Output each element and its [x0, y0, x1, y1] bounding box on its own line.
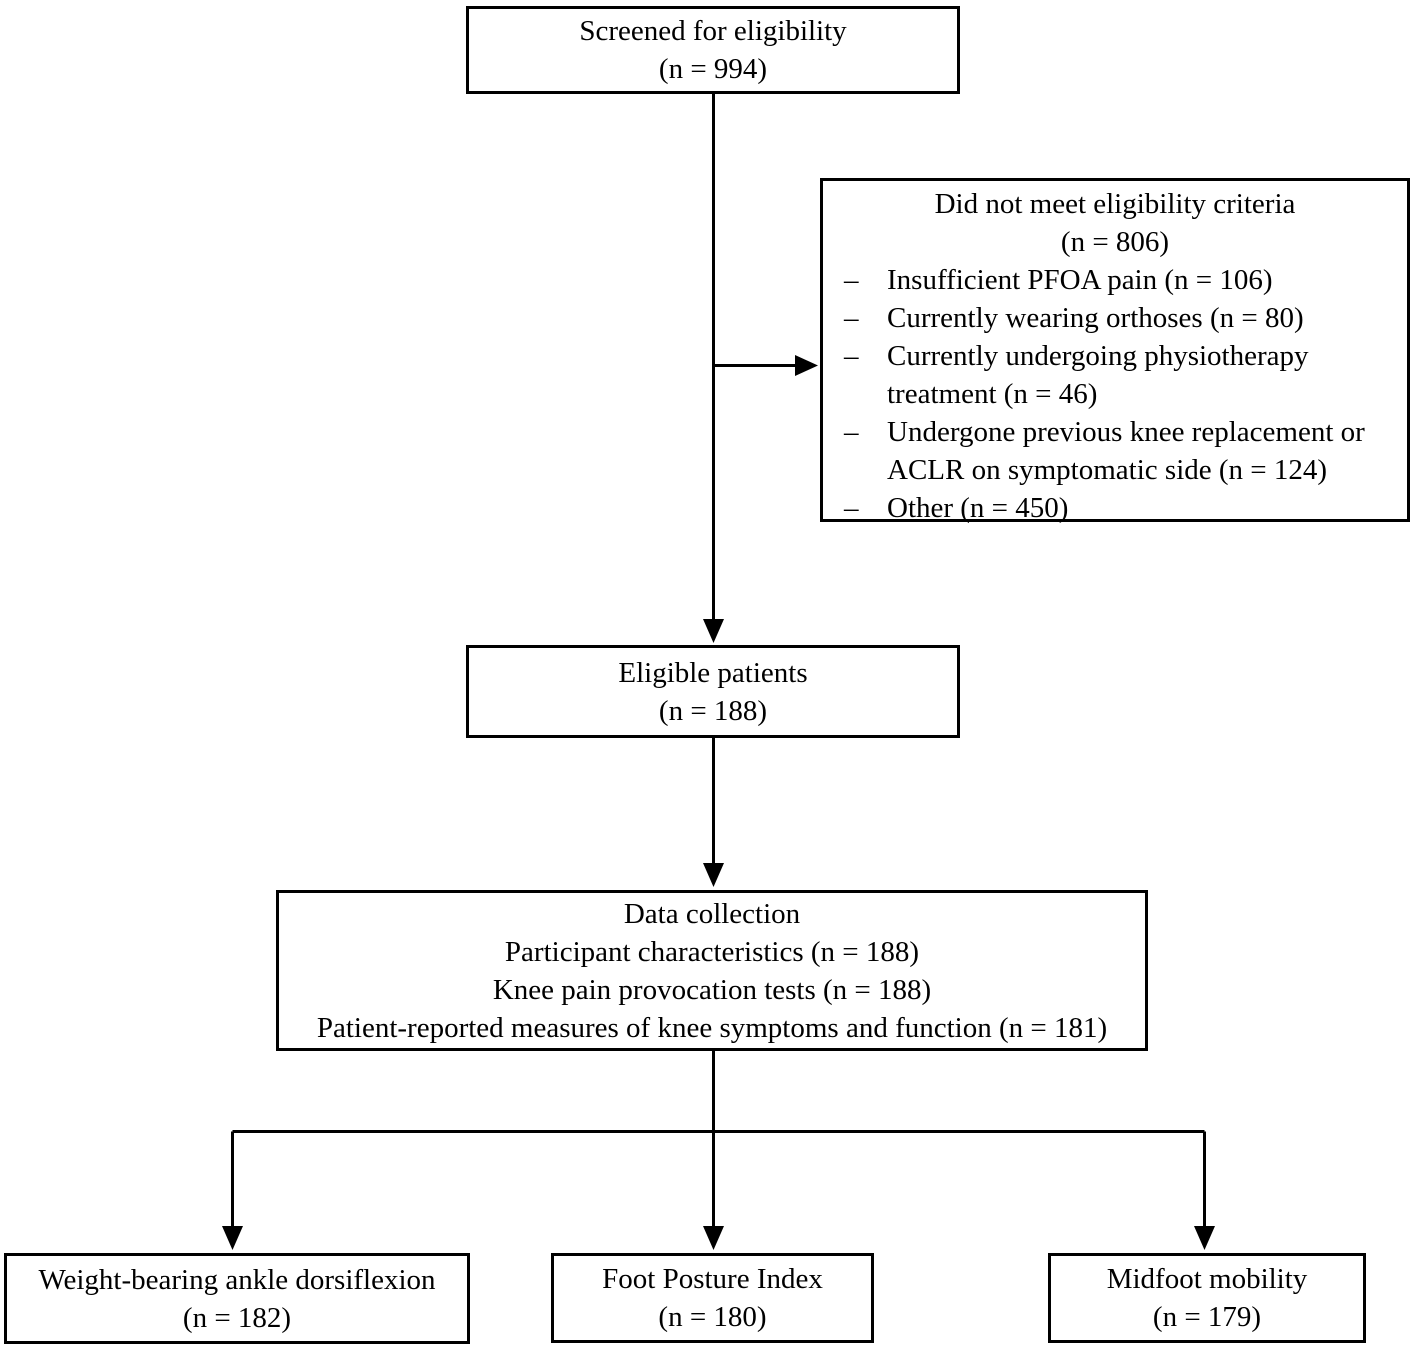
arrowhead-into-excluded: [795, 355, 818, 376]
excluded-reason-text: Insufficient PFOA pain (n = 106): [887, 264, 1273, 296]
box-eligible-patients: Eligible patients (n = 188): [466, 645, 960, 738]
box-screened-for-eligibility: Screened for eligibility (n = 994): [466, 6, 960, 94]
screened-count: (n = 994): [658, 53, 768, 85]
dash-bullet: –: [844, 340, 859, 372]
excluded-reason-item: – Currently undergoing physiotherapy tre…: [823, 337, 1407, 413]
outcome-left-count: (n = 182): [182, 1301, 292, 1334]
arrowhead-into-middle-outcome: [703, 1226, 724, 1250]
box-foot-posture-index: Foot Posture Index (n = 180): [551, 1253, 874, 1343]
excluded-reason-item: – Other (n = 450): [823, 489, 1407, 527]
outcome-middle-count: (n = 180): [658, 1301, 767, 1333]
data-collection-line: Participant characteristics (n = 188): [504, 935, 920, 968]
eligible-count: (n = 188): [658, 694, 768, 727]
excluded-reason-item: – Insufficient PFOA pain (n = 106): [823, 261, 1407, 299]
excluded-reason-item: – Currently wearing orthoses (n = 80): [823, 299, 1407, 337]
outcome-right-title: Midfoot mobility: [1106, 1263, 1308, 1295]
excluded-reason-text: Currently wearing orthoses (n = 80): [887, 302, 1304, 334]
data-collection-title: Data collection: [623, 897, 801, 930]
arrowhead-into-eligible: [703, 619, 724, 643]
dash-bullet: –: [844, 302, 859, 334]
excluded-reason-text: Other (n = 450): [887, 492, 1069, 524]
data-collection-line: Knee pain provocation tests (n = 188): [492, 973, 932, 1006]
box-midfoot-mobility: Midfoot mobility (n = 179): [1048, 1253, 1366, 1343]
outcome-left-title: Weight-bearing ankle dorsiflexion: [38, 1263, 436, 1296]
screened-title: Screened for eligibility: [579, 15, 847, 47]
box-weight-bearing-ankle-dorsiflexion: Weight-bearing ankle dorsiflexion (n = 1…: [4, 1253, 470, 1344]
box-did-not-meet-criteria: Did not meet eligibility criteria (n = 8…: [820, 178, 1410, 524]
dash-bullet: –: [844, 416, 859, 448]
arrowhead-into-right-outcome: [1194, 1226, 1215, 1250]
dash-bullet: –: [844, 492, 859, 524]
excluded-reason-text: Currently undergoing physiotherapy treat…: [887, 340, 1309, 410]
outcome-right-count: (n = 179): [1152, 1301, 1262, 1333]
excluded-reason-item: – Undergone previous knee replacement or…: [823, 413, 1407, 489]
arrowhead-into-data-collection: [703, 863, 724, 887]
box-data-collection: Data collection Participant characterist…: [276, 890, 1148, 1051]
connector-lines: [231, 94, 1206, 1230]
excluded-count: (n = 806): [1060, 226, 1170, 258]
excluded-reason-text: Undergone previous knee replacement or A…: [887, 416, 1365, 486]
data-collection-line: Patient-reported measures of knee sympto…: [316, 1011, 1108, 1044]
eligible-title: Eligible patients: [618, 656, 808, 689]
excluded-title: Did not meet eligibility criteria: [934, 188, 1296, 220]
outcome-middle-title: Foot Posture Index: [602, 1263, 823, 1295]
arrowhead-into-left-outcome: [222, 1226, 243, 1250]
dash-bullet: –: [844, 264, 859, 296]
arrowheads: [222, 355, 1215, 1250]
